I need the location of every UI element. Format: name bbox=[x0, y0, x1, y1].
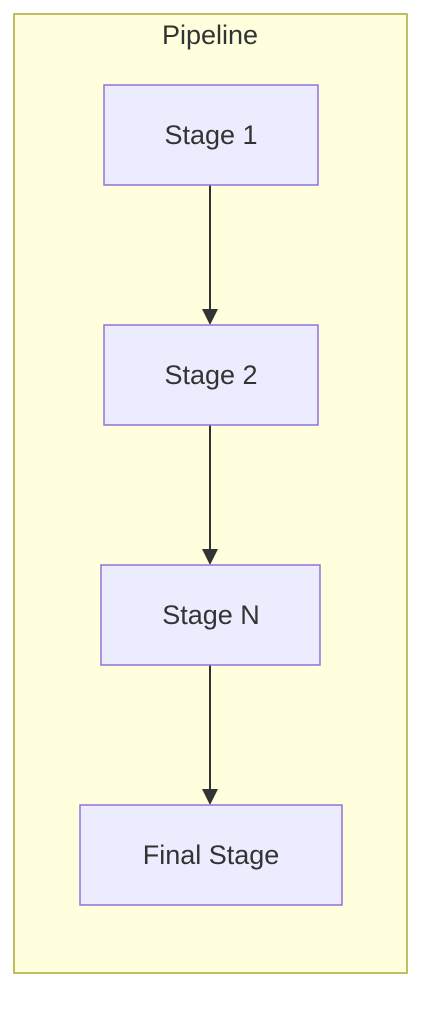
edge-stage2-to-stagen bbox=[202, 425, 218, 565]
arrowhead bbox=[202, 549, 218, 565]
edges bbox=[202, 185, 218, 805]
edge-stage1-to-stage2 bbox=[202, 185, 218, 325]
node-stage-2-label: Stage 2 bbox=[164, 360, 257, 390]
node-stage-n[interactable]: Stage N bbox=[100, 564, 321, 666]
node-stage-n-box[interactable] bbox=[100, 564, 321, 666]
arrowhead bbox=[202, 789, 218, 805]
node-stage-1-label: Stage 1 bbox=[164, 120, 257, 150]
node-stage-1-box[interactable] bbox=[103, 84, 319, 186]
nodes: Stage 1 Stage 2 Stage N Final Stage bbox=[79, 84, 343, 906]
arrowhead bbox=[202, 309, 218, 325]
node-final-stage-box[interactable] bbox=[79, 804, 343, 906]
node-final-stage-label: Final Stage bbox=[143, 840, 280, 870]
node-stage-n-label: Stage N bbox=[162, 600, 260, 630]
node-stage-2[interactable]: Stage 2 bbox=[103, 324, 319, 426]
edge-stagen-to-final bbox=[202, 665, 218, 805]
node-final-stage[interactable]: Final Stage bbox=[79, 804, 343, 906]
node-stage-2-box[interactable] bbox=[103, 324, 319, 426]
node-stage-1[interactable]: Stage 1 bbox=[103, 84, 319, 186]
pipeline-cluster-label: Pipeline bbox=[162, 20, 258, 50]
